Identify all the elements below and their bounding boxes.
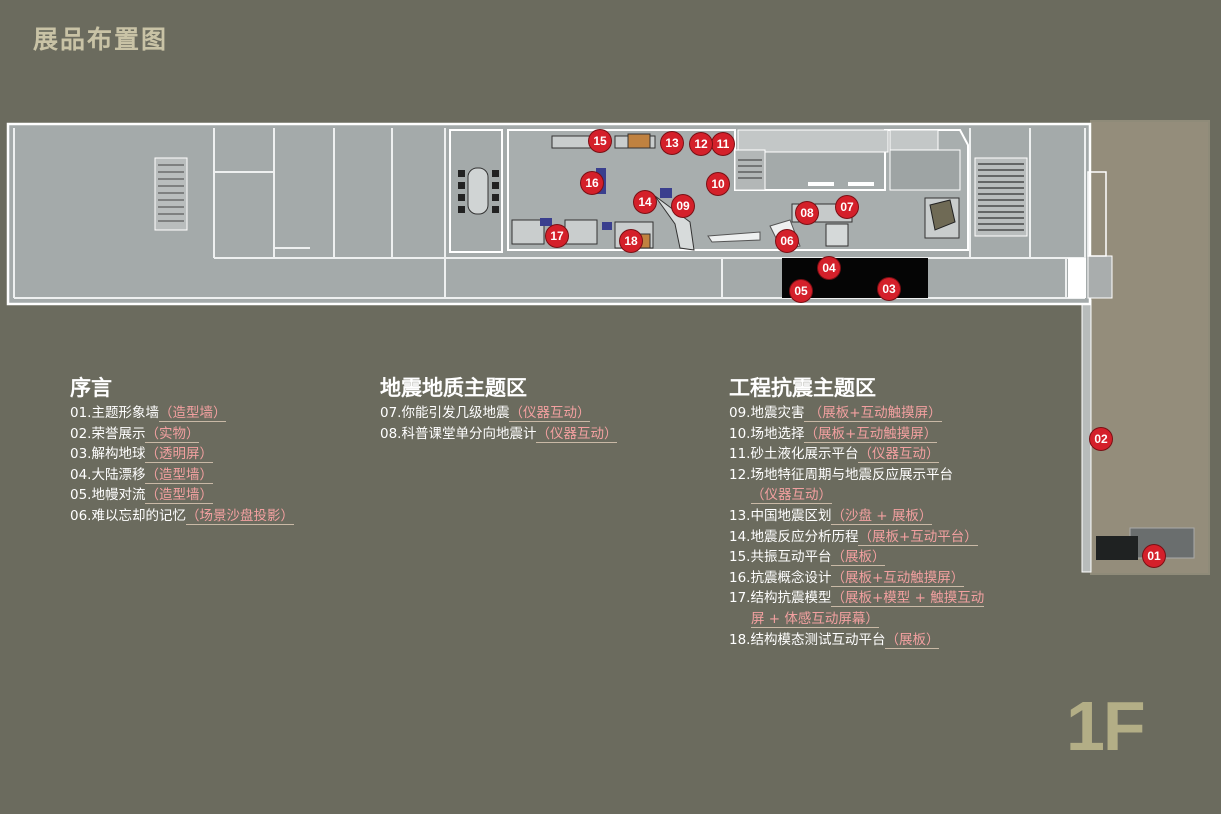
legend-item-12: 12.场地特征周期与地震反应展示平台 [729, 466, 953, 483]
legend-item-14: 14.地震反应分析历程（展板+互动平台） [729, 528, 978, 546]
marker-01[interactable]: 01 [1143, 545, 1165, 567]
marker-06[interactable]: 06 [776, 230, 798, 252]
legend-item-06: 06.难以忘却的记忆（场景沙盘投影） [70, 507, 294, 525]
legend-item-02: 02.荣誉展示（实物） [70, 425, 200, 443]
legend-item-09: 09.地震灾害 （展板+互动触摸屏） [729, 405, 942, 422]
legend-item-08: 08.科普课堂单分向地震计（仪器互动） [380, 425, 618, 443]
floor-label: 1F [1066, 687, 1146, 765]
marker-17[interactable]: 17 [546, 225, 568, 247]
meeting-room [449, 129, 503, 253]
marker-09[interactable]: 09 [672, 195, 694, 217]
legend-item-17-cont: 屏 + 体感互动屏幕） [751, 610, 879, 628]
legend-item-07: 07.你能引发几级地震（仪器互动） [380, 405, 591, 422]
legend-item-05: 05.地幔对流（造型墙） [70, 487, 213, 505]
legend-engineering: 工程抗震主题区 09.地震灾害 （展板+互动触摸屏） 10.场地选择（展板+互动… [729, 375, 985, 650]
stairs-right [974, 157, 1028, 237]
legend-item-04: 04.大陆漂移（造型墙） [70, 466, 213, 484]
marker-02[interactable]: 02 [1090, 428, 1112, 450]
marker-14[interactable]: 14 [634, 191, 656, 213]
legend-item-10: 10.场地选择（展板+互动触摸屏） [729, 425, 938, 443]
legend-item-17: 17.结构抗震模型（展板+模型 + 触摸互动 [729, 590, 985, 608]
page-title: 展品布置图 [33, 25, 169, 54]
marker-03[interactable]: 03 [878, 278, 900, 300]
stairs-left [154, 157, 188, 231]
legend-item-15: 15.共振互动平台（展板） [729, 549, 886, 567]
marker-10[interactable]: 10 [707, 173, 729, 195]
marker-16[interactable]: 16 [581, 172, 603, 194]
marker-12[interactable]: 12 [690, 133, 712, 155]
legend-item-18: 18.结构模态测试互动平台（展板） [729, 631, 940, 649]
legend-item-01: 01.主题形象墙（造型墙） [70, 405, 227, 422]
legend-heading: 序言 [70, 376, 112, 400]
marker-05[interactable]: 05 [790, 280, 812, 302]
legend-item-12-cont: （仪器互动） [751, 487, 832, 505]
legend-item-16: 16.抗震概念设计（展板+互动触摸屏） [729, 569, 965, 587]
marker-15[interactable]: 15 [589, 130, 611, 152]
legend-item-13: 13.中国地震区划（沙盘 + 展板） [729, 507, 933, 525]
legend-item-03: 03.解构地球（透明屏） [70, 446, 213, 464]
marker-08[interactable]: 08 [796, 202, 818, 224]
legend-heading: 地震地质主题区 [380, 376, 527, 400]
marker-04[interactable]: 04 [818, 257, 840, 279]
marker-11[interactable]: 11 [712, 133, 734, 155]
legend-heading: 工程抗震主题区 [729, 376, 876, 400]
marker-07[interactable]: 07 [836, 196, 858, 218]
meeting-table [467, 167, 489, 215]
legend-item-11: 11.砂土液化展示平台（仪器互动） [729, 446, 940, 464]
legend-geology: 地震地质主题区 07.你能引发几级地震（仪器互动） 08.科普课堂单分向地震计（… [380, 375, 618, 444]
marker-18[interactable]: 18 [620, 230, 642, 252]
legend-preface: 序言 01.主题形象墙（造型墙） 02.荣誉展示（实物） 03.解构地球（透明屏… [70, 375, 294, 527]
marker-13[interactable]: 13 [661, 132, 683, 154]
